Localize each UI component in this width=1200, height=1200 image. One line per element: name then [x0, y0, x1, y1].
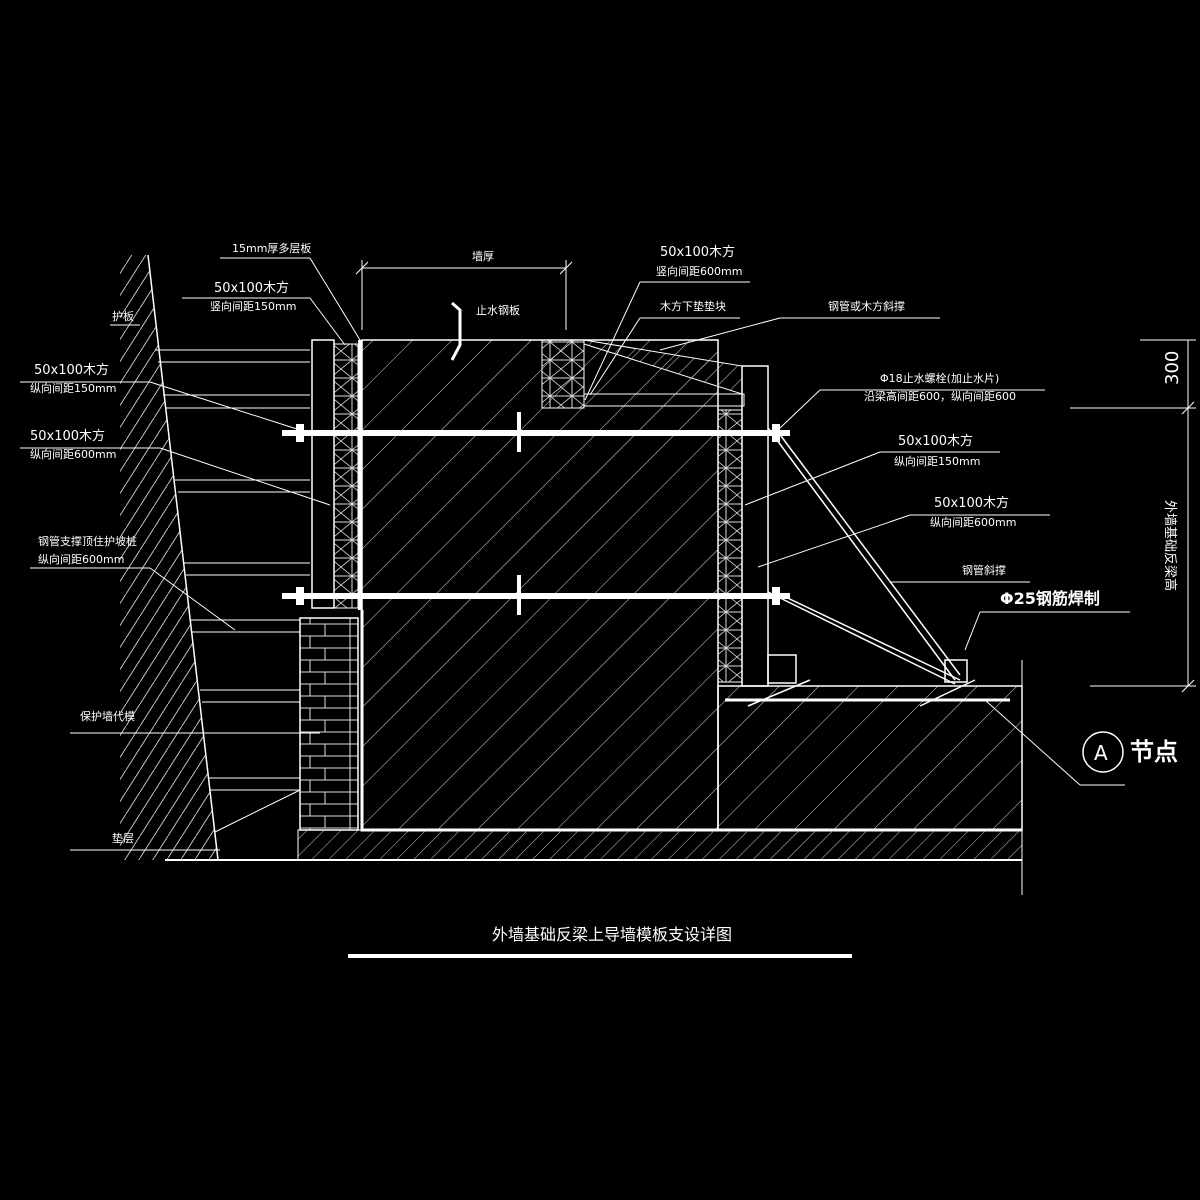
label-bolt-line1: Φ18止水螺栓(加止水片)	[880, 371, 999, 385]
label-protection-wall: 保护墙代模	[80, 709, 135, 723]
label-timber-bottom-block: 木方下垫垫块	[660, 299, 726, 313]
drawing-title: 外墙基础反梁上导墙模板支设详图	[492, 925, 732, 944]
label-plywood: 15mm厚多层板	[232, 241, 311, 255]
title-underline	[348, 954, 852, 958]
steel-pipe-braces	[725, 427, 1010, 707]
node-marker-circle	[1082, 731, 1124, 773]
label-rebar-weld: Φ25钢筋焊制	[1000, 589, 1100, 608]
label-timber-left1-spacing: 纵向间距150mm	[30, 381, 116, 395]
label-bolt-line2: 沿梁高间距600，纵向间距600	[864, 389, 1016, 403]
left-formwork	[311, 339, 362, 610]
leader-lines	[20, 257, 1130, 851]
label-retaining-board: 护板	[112, 309, 134, 323]
node-label: 节点	[1130, 738, 1178, 766]
right-formwork	[541, 339, 769, 687]
dimension-beam-height: 外墙基础反梁高	[1162, 500, 1178, 591]
label-timber-left1-size: 50x100木方	[34, 362, 109, 378]
label-timber-top-right-size: 50x100木方	[660, 244, 735, 260]
label-wall-thickness: 墙厚	[472, 249, 494, 263]
label-steel-pipe-support-1: 钢管支撑顶住护坡桩	[38, 534, 137, 548]
label-timber-left2-size: 50x100木方	[30, 428, 105, 444]
label-steel-pipe-support-2: 纵向间距600mm	[38, 552, 124, 566]
label-timber-right2-spacing: 纵向间距600mm	[930, 515, 1016, 529]
cushion-layer	[165, 660, 1023, 895]
waterstop-plate	[450, 301, 462, 361]
dimension-lines	[355, 260, 1196, 693]
pipe-supports	[155, 349, 310, 833]
soil-slope	[120, 254, 219, 861]
label-timber-left2-spacing: 纵向间距600mm	[30, 447, 116, 461]
label-timber-top-left-spacing: 竖向间距150mm	[210, 299, 296, 313]
label-timber-right2-size: 50x100木方	[934, 495, 1009, 511]
label-timber-right1-size: 50x100木方	[898, 433, 973, 449]
concrete-beam	[360, 339, 1023, 832]
dimension-300: 300	[1162, 351, 1183, 385]
node-marker-letter: A	[1094, 741, 1108, 765]
protection-brick-wall	[299, 617, 359, 831]
label-waterstop-plate: 止水钢板	[476, 303, 520, 317]
label-timber-top-right-spacing: 竖向间距600mm	[656, 264, 742, 278]
label-pipe-or-timber-brace: 钢管或木方斜撑	[828, 299, 905, 313]
label-cushion-layer: 垫层	[112, 831, 134, 845]
label-steel-pipe-brace: 钢管斜撑	[962, 563, 1006, 577]
label-timber-top-left-size: 50x100木方	[214, 280, 289, 296]
label-timber-right1-spacing: 纵向间距150mm	[894, 454, 980, 468]
